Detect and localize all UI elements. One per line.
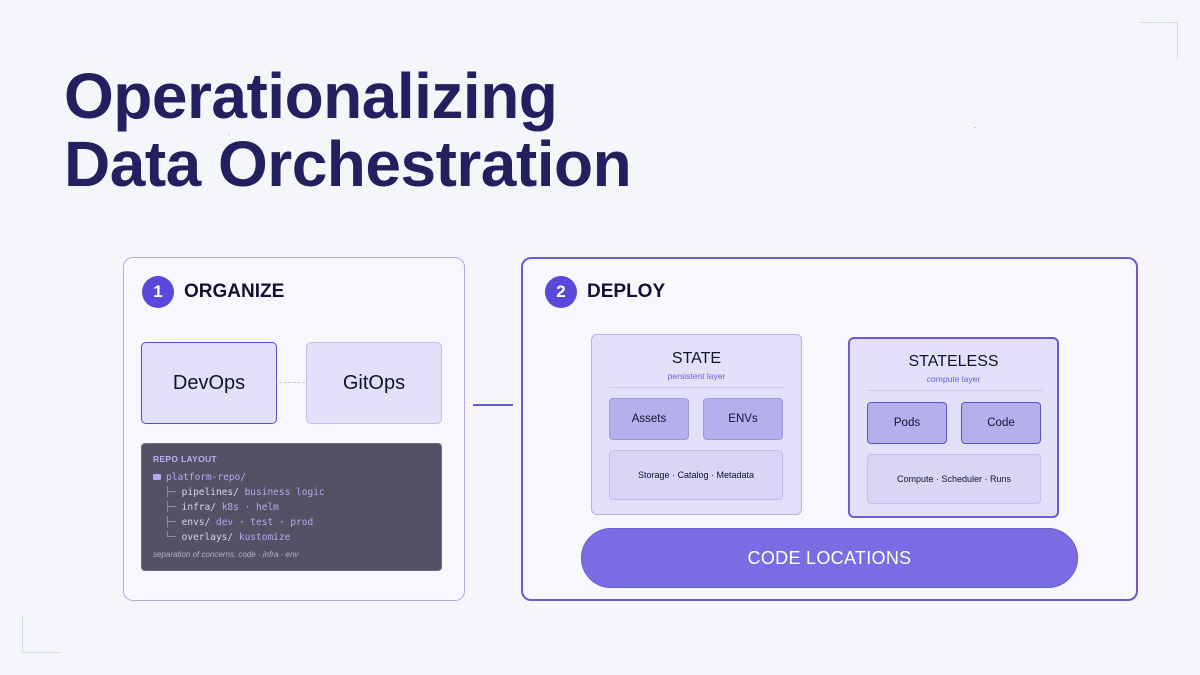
organize-step-header: 1 ORGANIZE <box>142 276 284 308</box>
storage-catalog-metadata: Storage · Catalog · Metadata <box>609 450 783 500</box>
repo-tree-line: ├─ pipelines/ business logic <box>164 487 325 498</box>
envs-chip: ENVs <box>703 398 783 440</box>
code-locations-pill: CODE LOCATIONS <box>581 528 1078 588</box>
folder-icon <box>153 474 161 480</box>
stateless-card: STATELESS compute layer Pods Code Comput… <box>848 337 1059 518</box>
step-number-badge: 2 <box>545 276 577 308</box>
repo-tree-line: └─ overlays/ kustomize <box>164 532 291 543</box>
page-title: Operationalizing Data Orchestration <box>64 60 632 200</box>
title-line-2: Data Orchestration <box>64 128 632 200</box>
step-label: DEPLOY <box>587 281 666 302</box>
corner-decoration-bottom-left <box>22 615 60 653</box>
stateless-card-subtitle: compute layer <box>926 374 981 384</box>
repo-layout-title: REPO LAYOUT <box>153 454 217 464</box>
devops-gitops-link <box>279 382 305 383</box>
gitops-box: GitOps <box>306 342 442 424</box>
devops-box: DevOps <box>141 342 277 424</box>
repo-layout-panel: REPO LAYOUT platform-repo/ ├─ pipelines/… <box>141 443 442 571</box>
pods-chip: Pods <box>867 402 947 444</box>
decor-dot <box>228 134 230 135</box>
repo-root: platform-repo/ <box>166 472 247 483</box>
compute-scheduler-runs: Compute · Scheduler · Runs <box>867 454 1041 504</box>
repo-root-line: platform-repo/ <box>153 470 430 485</box>
step-label: ORGANIZE <box>184 281 285 302</box>
deploy-step-header: 2 DEPLOY <box>545 276 665 308</box>
repo-layout-note: separation of concerns: code · infra · e… <box>153 550 299 559</box>
repo-tree-line: ├─ infra/ k8s · helm <box>164 502 279 513</box>
card-divider <box>867 390 1043 391</box>
step-number-badge: 1 <box>142 276 174 308</box>
card-divider <box>609 387 785 388</box>
corner-decoration-top-right <box>1140 22 1178 60</box>
state-card-subtitle: persistent layer <box>667 371 726 381</box>
stateless-card-title: STATELESS <box>908 353 999 370</box>
state-card: STATE persistent layer Assets ENVs Stora… <box>591 334 802 515</box>
panel-connector-line <box>473 404 513 406</box>
state-card-title: STATE <box>671 350 722 367</box>
title-line-1: Operationalizing <box>64 60 558 132</box>
repo-tree-line: ├─ envs/ dev · test · prod <box>164 517 314 528</box>
assets-chip: Assets <box>609 398 689 440</box>
code-chip: Code <box>961 402 1041 444</box>
decor-dot <box>974 127 976 128</box>
